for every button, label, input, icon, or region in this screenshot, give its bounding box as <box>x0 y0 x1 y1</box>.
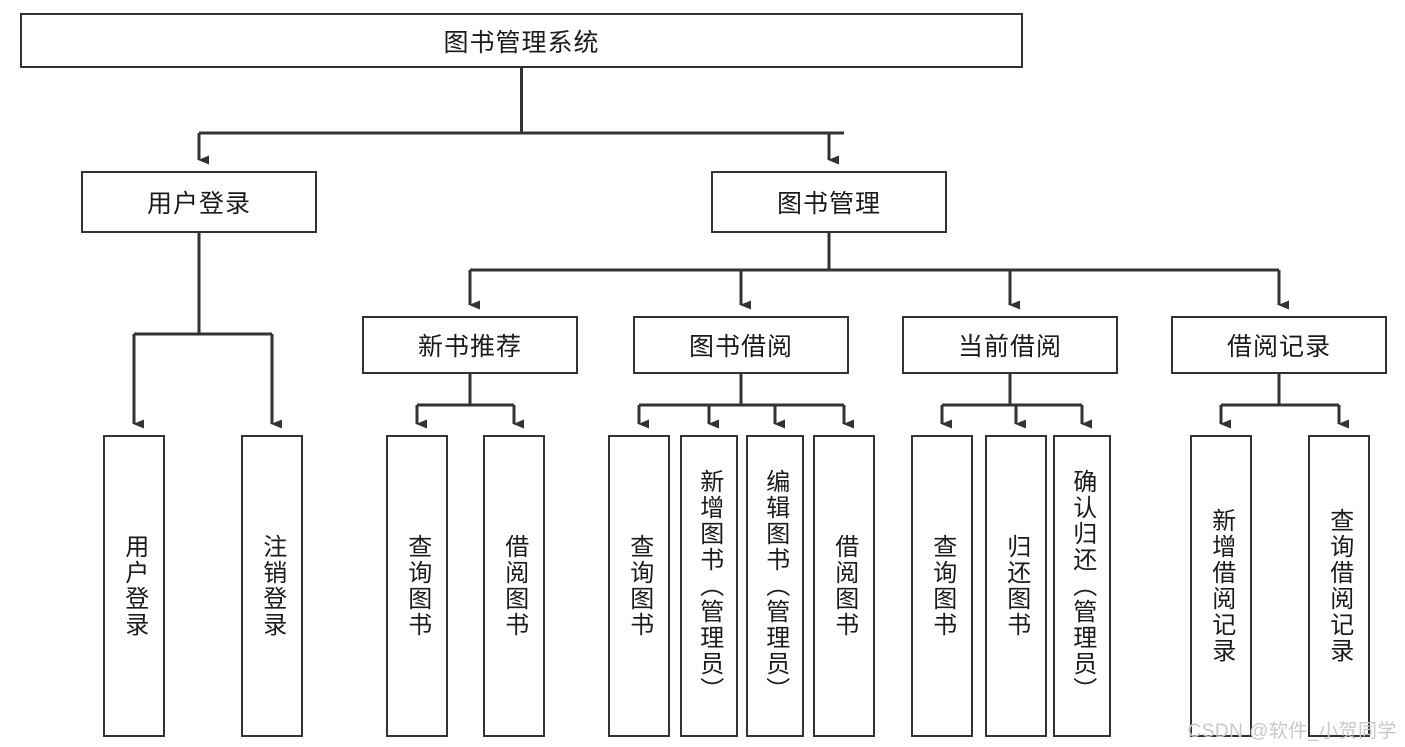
node-leaf-query-book-2[interactable]: 查询图书 <box>608 435 670 737</box>
node-label: 借阅图书 <box>500 534 528 638</box>
node-label: 查询图书 <box>625 534 653 638</box>
node-label: 借阅图书 <box>830 534 858 638</box>
node-label: 归还图书 <box>1002 534 1030 638</box>
node-current-borrowing[interactable]: 当前借阅 <box>902 316 1118 374</box>
node-leaf-query-book-3[interactable]: 查询图书 <box>911 435 973 737</box>
node-leaf-confirm-return-admin[interactable]: 确认归还（管理员） <box>1053 435 1111 737</box>
csdn-watermark: CSDN @软件_小贺同学 <box>1187 721 1397 742</box>
node-user-login[interactable]: 用户登录 <box>81 171 317 233</box>
node-label: 查询借阅记录 <box>1325 508 1353 664</box>
node-leaf-return-book[interactable]: 归还图书 <box>985 435 1047 737</box>
node-root-system[interactable]: 图书管理系统 <box>20 13 1023 68</box>
node-leaf-add-borrow-record[interactable]: 新增借阅记录 <box>1190 435 1252 737</box>
node-leaf-user-login[interactable]: 用户登录 <box>103 435 165 737</box>
node-leaf-edit-book-admin[interactable]: 编辑图书（管理员） <box>746 435 804 737</box>
node-label: 新书推荐 <box>417 333 522 361</box>
node-leaf-logout[interactable]: 注销登录 <box>241 435 303 737</box>
node-label: 查询图书 <box>928 534 956 638</box>
node-label: 图书借阅 <box>688 333 793 361</box>
node-label: 注销登录 <box>258 534 286 638</box>
node-leaf-borrow-book-1[interactable]: 借阅图书 <box>483 435 545 737</box>
node-label: 新增图书（管理员） <box>695 469 723 703</box>
node-label: 借阅记录 <box>1226 333 1331 361</box>
node-leaf-query-book-1[interactable]: 查询图书 <box>386 435 448 737</box>
node-label: 图书管理 <box>776 190 881 218</box>
node-new-book-recommendation[interactable]: 新书推荐 <box>362 316 578 374</box>
node-label: 编辑图书（管理员） <box>761 469 789 703</box>
node-label: 用户登录 <box>120 534 148 638</box>
node-label: 图书管理系统 <box>443 28 600 57</box>
node-label: 查询图书 <box>403 534 431 638</box>
node-label: 新增借阅记录 <box>1207 508 1235 664</box>
node-book-borrowing[interactable]: 图书借阅 <box>633 316 849 374</box>
node-leaf-add-book-admin[interactable]: 新增图书（管理员） <box>680 435 738 737</box>
node-borrowing-record[interactable]: 借阅记录 <box>1171 316 1387 374</box>
node-leaf-query-borrow-record[interactable]: 查询借阅记录 <box>1308 435 1370 737</box>
node-label: 当前借阅 <box>957 333 1062 361</box>
node-label: 确认归还（管理员） <box>1068 469 1096 703</box>
node-label: 用户登录 <box>146 190 251 218</box>
node-book-management[interactable]: 图书管理 <box>711 171 947 233</box>
node-leaf-borrow-book-2[interactable]: 借阅图书 <box>813 435 875 737</box>
